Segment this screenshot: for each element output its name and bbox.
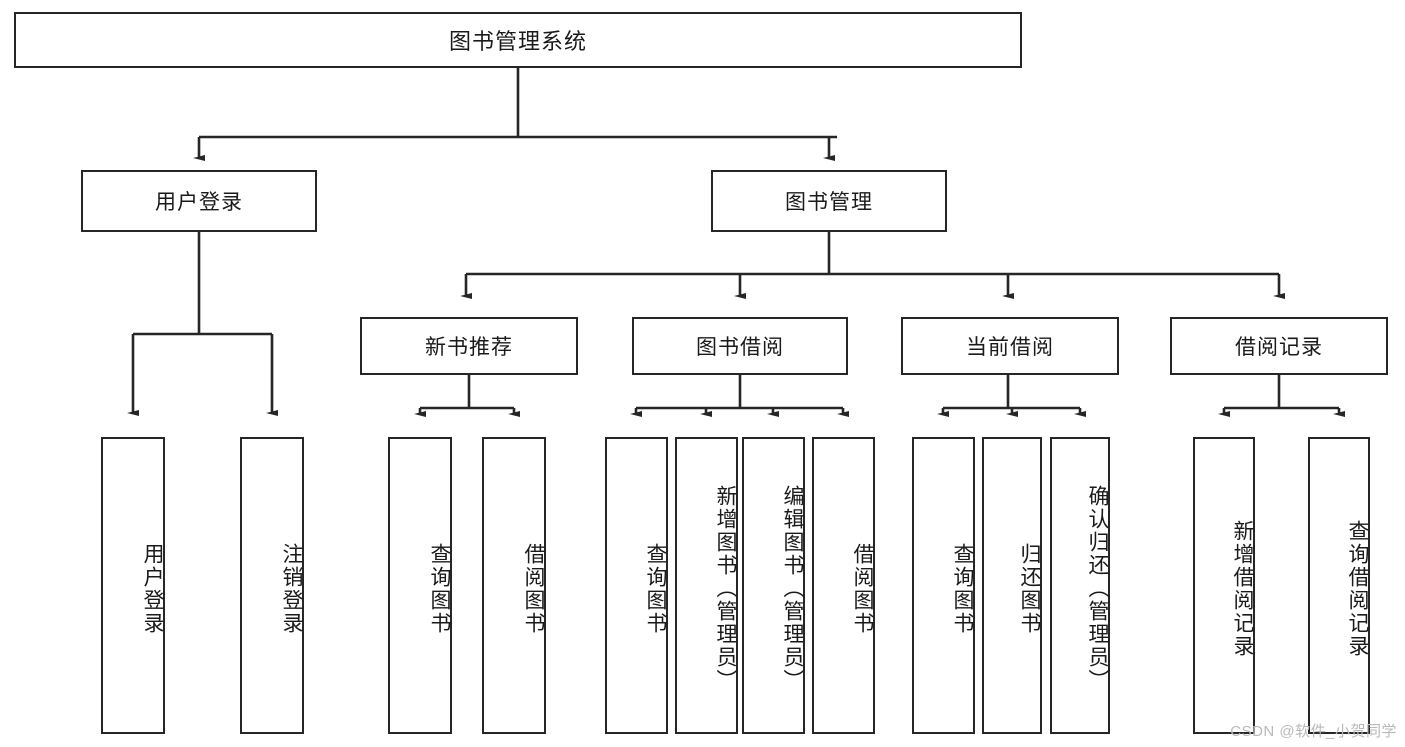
node-current-borrow[interactable]: 当前借阅 — [901, 317, 1119, 375]
node-leaf-add-borrow-record[interactable]: 新增借阅记录 — [1193, 437, 1255, 734]
node-leaf-query-book-borrow[interactable]: 查询图书 — [605, 437, 668, 734]
edge-root-to-level2 — [193, 68, 837, 161]
node-leaf-user-login[interactable]: 用户登录 — [101, 437, 165, 734]
node-label: 查询图书 — [951, 542, 974, 635]
node-label: 确认归还（管理员） — [1086, 485, 1109, 692]
edge-new-book-recommend-to-leaves — [414, 375, 520, 417]
node-label: 新书推荐 — [425, 336, 513, 359]
edge-borrow-record-to-leaves — [1218, 375, 1345, 417]
node-leaf-return-book[interactable]: 归还图书 — [982, 437, 1042, 734]
node-label: 借阅图书 — [522, 542, 545, 635]
node-leaf-logout[interactable]: 注销登录 — [240, 437, 304, 734]
node-label: 新增图书（管理员） — [714, 485, 737, 692]
node-label: 借阅记录 — [1235, 336, 1323, 359]
node-leaf-confirm-return-admin[interactable]: 确认归还（管理员） — [1050, 437, 1110, 734]
edge-book-management-to-level3 — [460, 232, 1285, 299]
node-label: 图书管理系统 — [448, 29, 587, 54]
node-label: 查询借阅记录 — [1346, 519, 1369, 658]
node-new-book-recommend[interactable]: 新书推荐 — [360, 317, 578, 375]
edge-current-borrow-to-leaves — [937, 375, 1086, 417]
node-root-system[interactable]: 图书管理系统 — [14, 12, 1022, 68]
node-label: 用户登录 — [141, 542, 164, 635]
edge-book-borrow-to-leaves — [630, 375, 849, 417]
node-label: 注销登录 — [280, 542, 303, 635]
edge-user-login-to-leaves — [127, 232, 278, 416]
node-leaf-query-borrow-record[interactable]: 查询借阅记录 — [1308, 437, 1370, 734]
node-borrow-record[interactable]: 借阅记录 — [1170, 317, 1388, 375]
node-label: 图书借阅 — [696, 336, 784, 359]
node-leaf-borrow-book-recommend[interactable]: 借阅图书 — [482, 437, 546, 734]
node-user-login[interactable]: 用户登录 — [81, 170, 317, 232]
node-book-borrow[interactable]: 图书借阅 — [632, 317, 848, 375]
node-leaf-query-book-recommend[interactable]: 查询图书 — [388, 437, 452, 734]
node-leaf-add-book-admin[interactable]: 新增图书（管理员） — [675, 437, 738, 734]
node-label: 借阅图书 — [851, 542, 874, 635]
node-label: 归还图书 — [1018, 542, 1041, 635]
node-leaf-borrow-book[interactable]: 借阅图书 — [812, 437, 875, 734]
node-leaf-edit-book-admin[interactable]: 编辑图书（管理员） — [742, 437, 805, 734]
node-label: 查询图书 — [644, 542, 667, 635]
node-label: 用户登录 — [155, 191, 243, 214]
node-label: 当前借阅 — [966, 336, 1054, 359]
csdn-watermark: CSDN @软件_小贺同学 — [1230, 723, 1397, 740]
node-label: 编辑图书（管理员） — [781, 485, 804, 692]
node-book-management[interactable]: 图书管理 — [711, 170, 947, 232]
node-leaf-query-book-current[interactable]: 查询图书 — [912, 437, 975, 734]
node-label: 查询图书 — [428, 542, 451, 635]
node-label: 新增借阅记录 — [1231, 519, 1254, 658]
node-label: 图书管理 — [785, 191, 873, 214]
